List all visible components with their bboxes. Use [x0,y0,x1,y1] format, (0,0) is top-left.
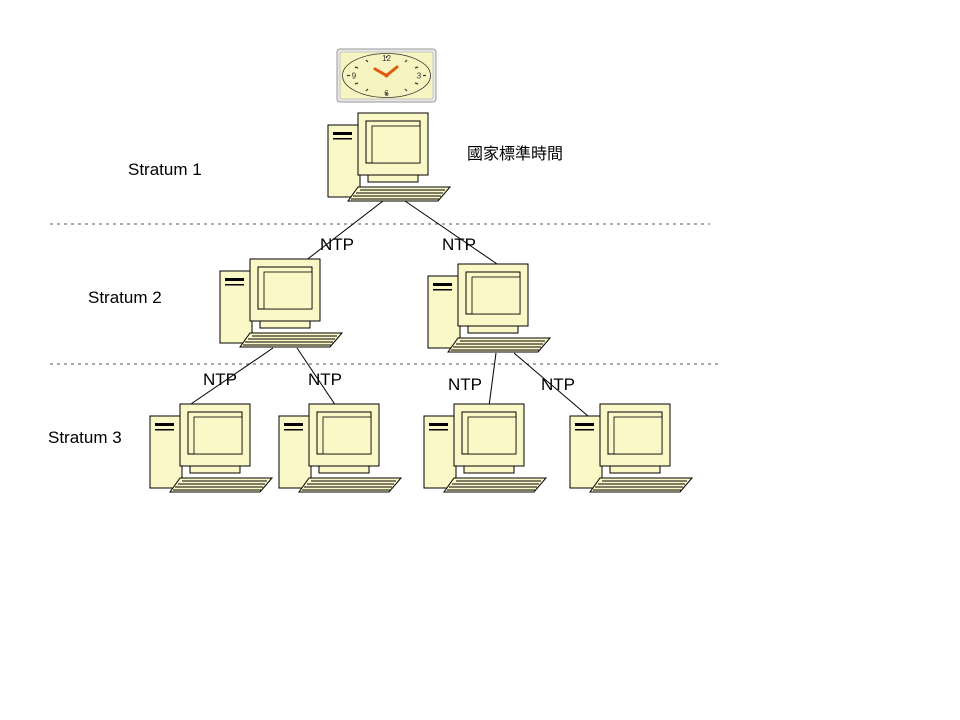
connections [187,200,589,417]
ntp-label: NTP [541,375,575,394]
computer-icon-stratum-2-right [427,263,551,353]
link-s2right-to-s3-4 [513,352,589,417]
link-s1-to-s2-left [295,200,384,269]
link-s2left-to-s3-1 [187,347,274,407]
ntp-label: NTP [320,235,354,254]
clock-numeral-9: 9 [352,72,357,81]
link-s2right-to-s3-3 [488,352,497,407]
computer-icon-stratum-3-3 [423,403,547,493]
stratum-1-label: Stratum 1 [128,160,202,179]
link-s1-to-s2-right [404,200,501,267]
stratum-3-label: Stratum 3 [48,428,122,447]
computer-icon-stratum-2-left [219,258,343,348]
clock-numeral-12: 12 [382,54,391,63]
ntp-label: NTP [203,370,237,389]
ntp-label: NTP [308,370,342,389]
computer-icon-stratum-3-1 [149,403,273,493]
clock-hands [373,65,399,77]
computer-icon-stratum-3-4 [569,403,693,493]
computer-icon-stratum-3-2 [278,403,402,493]
clock-numeral-3: 3 [417,72,422,81]
clock-icon: 12 3 6 9 [336,48,437,103]
ntp-label: NTP [442,235,476,254]
national-standard-time-label: 國家標準時間 [467,144,563,163]
link-s2left-to-s3-2 [296,347,337,407]
clock-numeral-6: 6 [384,89,389,98]
computer-icon-stratum-1 [327,112,451,202]
ntp-label: NTP [448,375,482,394]
stratum-2-label: Stratum 2 [88,288,162,307]
